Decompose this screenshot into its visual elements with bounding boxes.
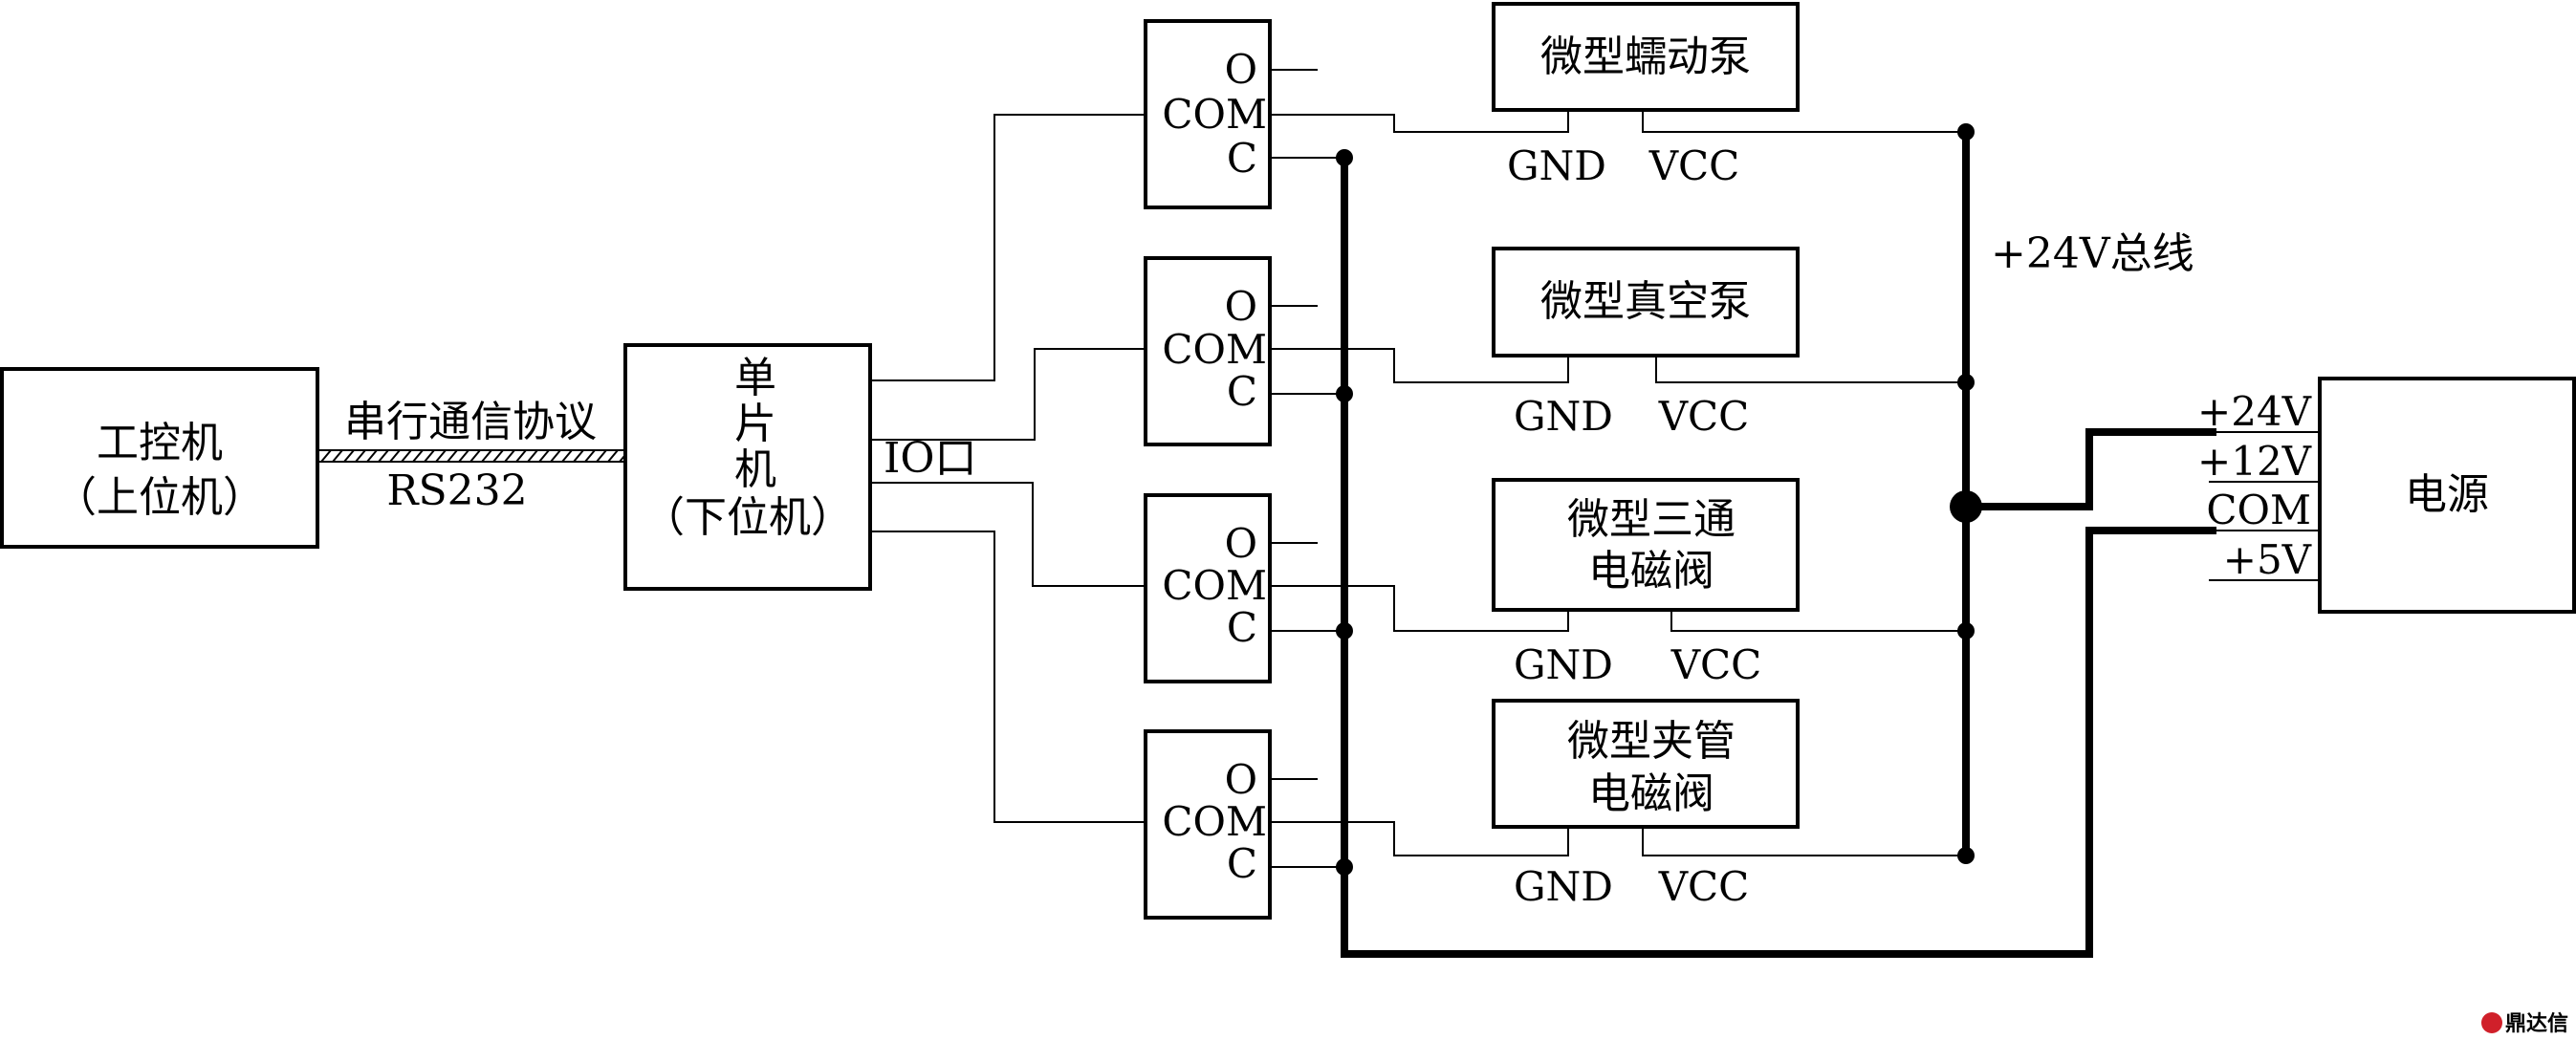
host-pc-subtitle: （上位机）: [55, 473, 265, 522]
mcu-label-3: 机: [734, 445, 776, 494]
relay-4: O COM C: [1144, 729, 1272, 920]
terminal-plus5v: +5V: [2223, 536, 2312, 583]
com-to-gnd-wiring: [1270, 110, 1569, 856]
relay-pin-c: C: [1227, 840, 1257, 887]
device-label-2: 电磁阀: [1588, 547, 1714, 596]
relay-pin-c: C: [1227, 368, 1257, 415]
vcc-to-bus-wiring: [1642, 110, 1966, 856]
relay-pin-o: O: [1225, 283, 1257, 330]
relay-o-stubs: [1270, 69, 1318, 780]
device-label-1: 微型夹管: [1567, 717, 1736, 766]
relay-pin-com: COM: [1162, 326, 1267, 373]
device-three-way-valve: 微型三通 电磁阀 GND VCC: [1492, 478, 1800, 688]
terminal-plus12v: +12V: [2197, 438, 2312, 485]
io-port-label: IO口: [884, 434, 976, 483]
relay-pin-com: COM: [1162, 562, 1267, 609]
gnd-label: GND: [1514, 393, 1613, 440]
relay-pin-c: C: [1227, 604, 1257, 651]
relay-2: O COM C: [1144, 256, 1272, 446]
relay-pin-com: COM: [1162, 798, 1267, 845]
device-label-2: 电磁阀: [1588, 769, 1714, 818]
bus-label: +24V总线: [1991, 229, 2194, 278]
gnd-label: GND: [1507, 142, 1606, 189]
mcu-relay-wiring: [870, 114, 1146, 823]
mcu-label-2: 片: [734, 400, 776, 448]
relay-pin-o: O: [1225, 46, 1257, 93]
device-label: 微型蠕动泵: [1540, 32, 1751, 81]
mcu-block: 单 片 机 （下位机） IO口: [623, 343, 976, 591]
vcc-label: VCC: [1658, 863, 1750, 910]
rs232-link: 串行通信协议 RS232: [317, 398, 630, 515]
watermark-logo-icon: [2481, 1012, 2502, 1033]
relay-pin-o: O: [1225, 756, 1257, 803]
vcc-label: VCC: [1658, 393, 1750, 440]
interface-label: RS232: [386, 466, 527, 515]
power-supply-block: 电源 +24V +12V COM +5V: [2197, 377, 2576, 614]
relay-1: O COM C: [1144, 19, 1272, 209]
watermark-text: 鼎达信: [2505, 1011, 2568, 1036]
gnd-label: GND: [1514, 863, 1613, 910]
mcu-label-4: （下位机）: [643, 493, 853, 542]
host-pc-title: 工控机: [97, 419, 223, 467]
device-pinch-valve: 微型夹管 电磁阀 GND VCC: [1492, 699, 1800, 910]
terminal-com: COM: [2206, 487, 2311, 533]
gnd-label: GND: [1514, 641, 1613, 688]
relay-3: O COM C: [1144, 493, 1272, 683]
c-to-ground-stubs: [1270, 157, 1344, 868]
vcc-label: VCC: [1670, 641, 1762, 688]
host-pc-block: 工控机 （上位机）: [0, 367, 319, 549]
ground-bus: [1336, 149, 2216, 958]
device-peristaltic-pump: 微型蠕动泵 GND VCC: [1492, 2, 1800, 189]
watermark: 鼎达信: [2481, 1011, 2568, 1036]
device-label: 微型真空泵: [1540, 277, 1751, 326]
power-supply-title: 电源: [2405, 470, 2489, 519]
protocol-label: 串行通信协议: [344, 398, 597, 446]
mcu-label-1: 单: [734, 354, 776, 402]
vcc-label: VCC: [1648, 142, 1740, 189]
relay-pin-c: C: [1227, 135, 1257, 182]
relay-pin-o: O: [1225, 520, 1257, 567]
relay-pin-com: COM: [1162, 91, 1267, 138]
device-vacuum-pump: 微型真空泵 GND VCC: [1492, 247, 1800, 440]
terminal-plus24v: +24V: [2197, 388, 2312, 435]
device-label-1: 微型三通: [1567, 495, 1736, 544]
plus24v-bus: +24V总线: [1950, 123, 2216, 864]
